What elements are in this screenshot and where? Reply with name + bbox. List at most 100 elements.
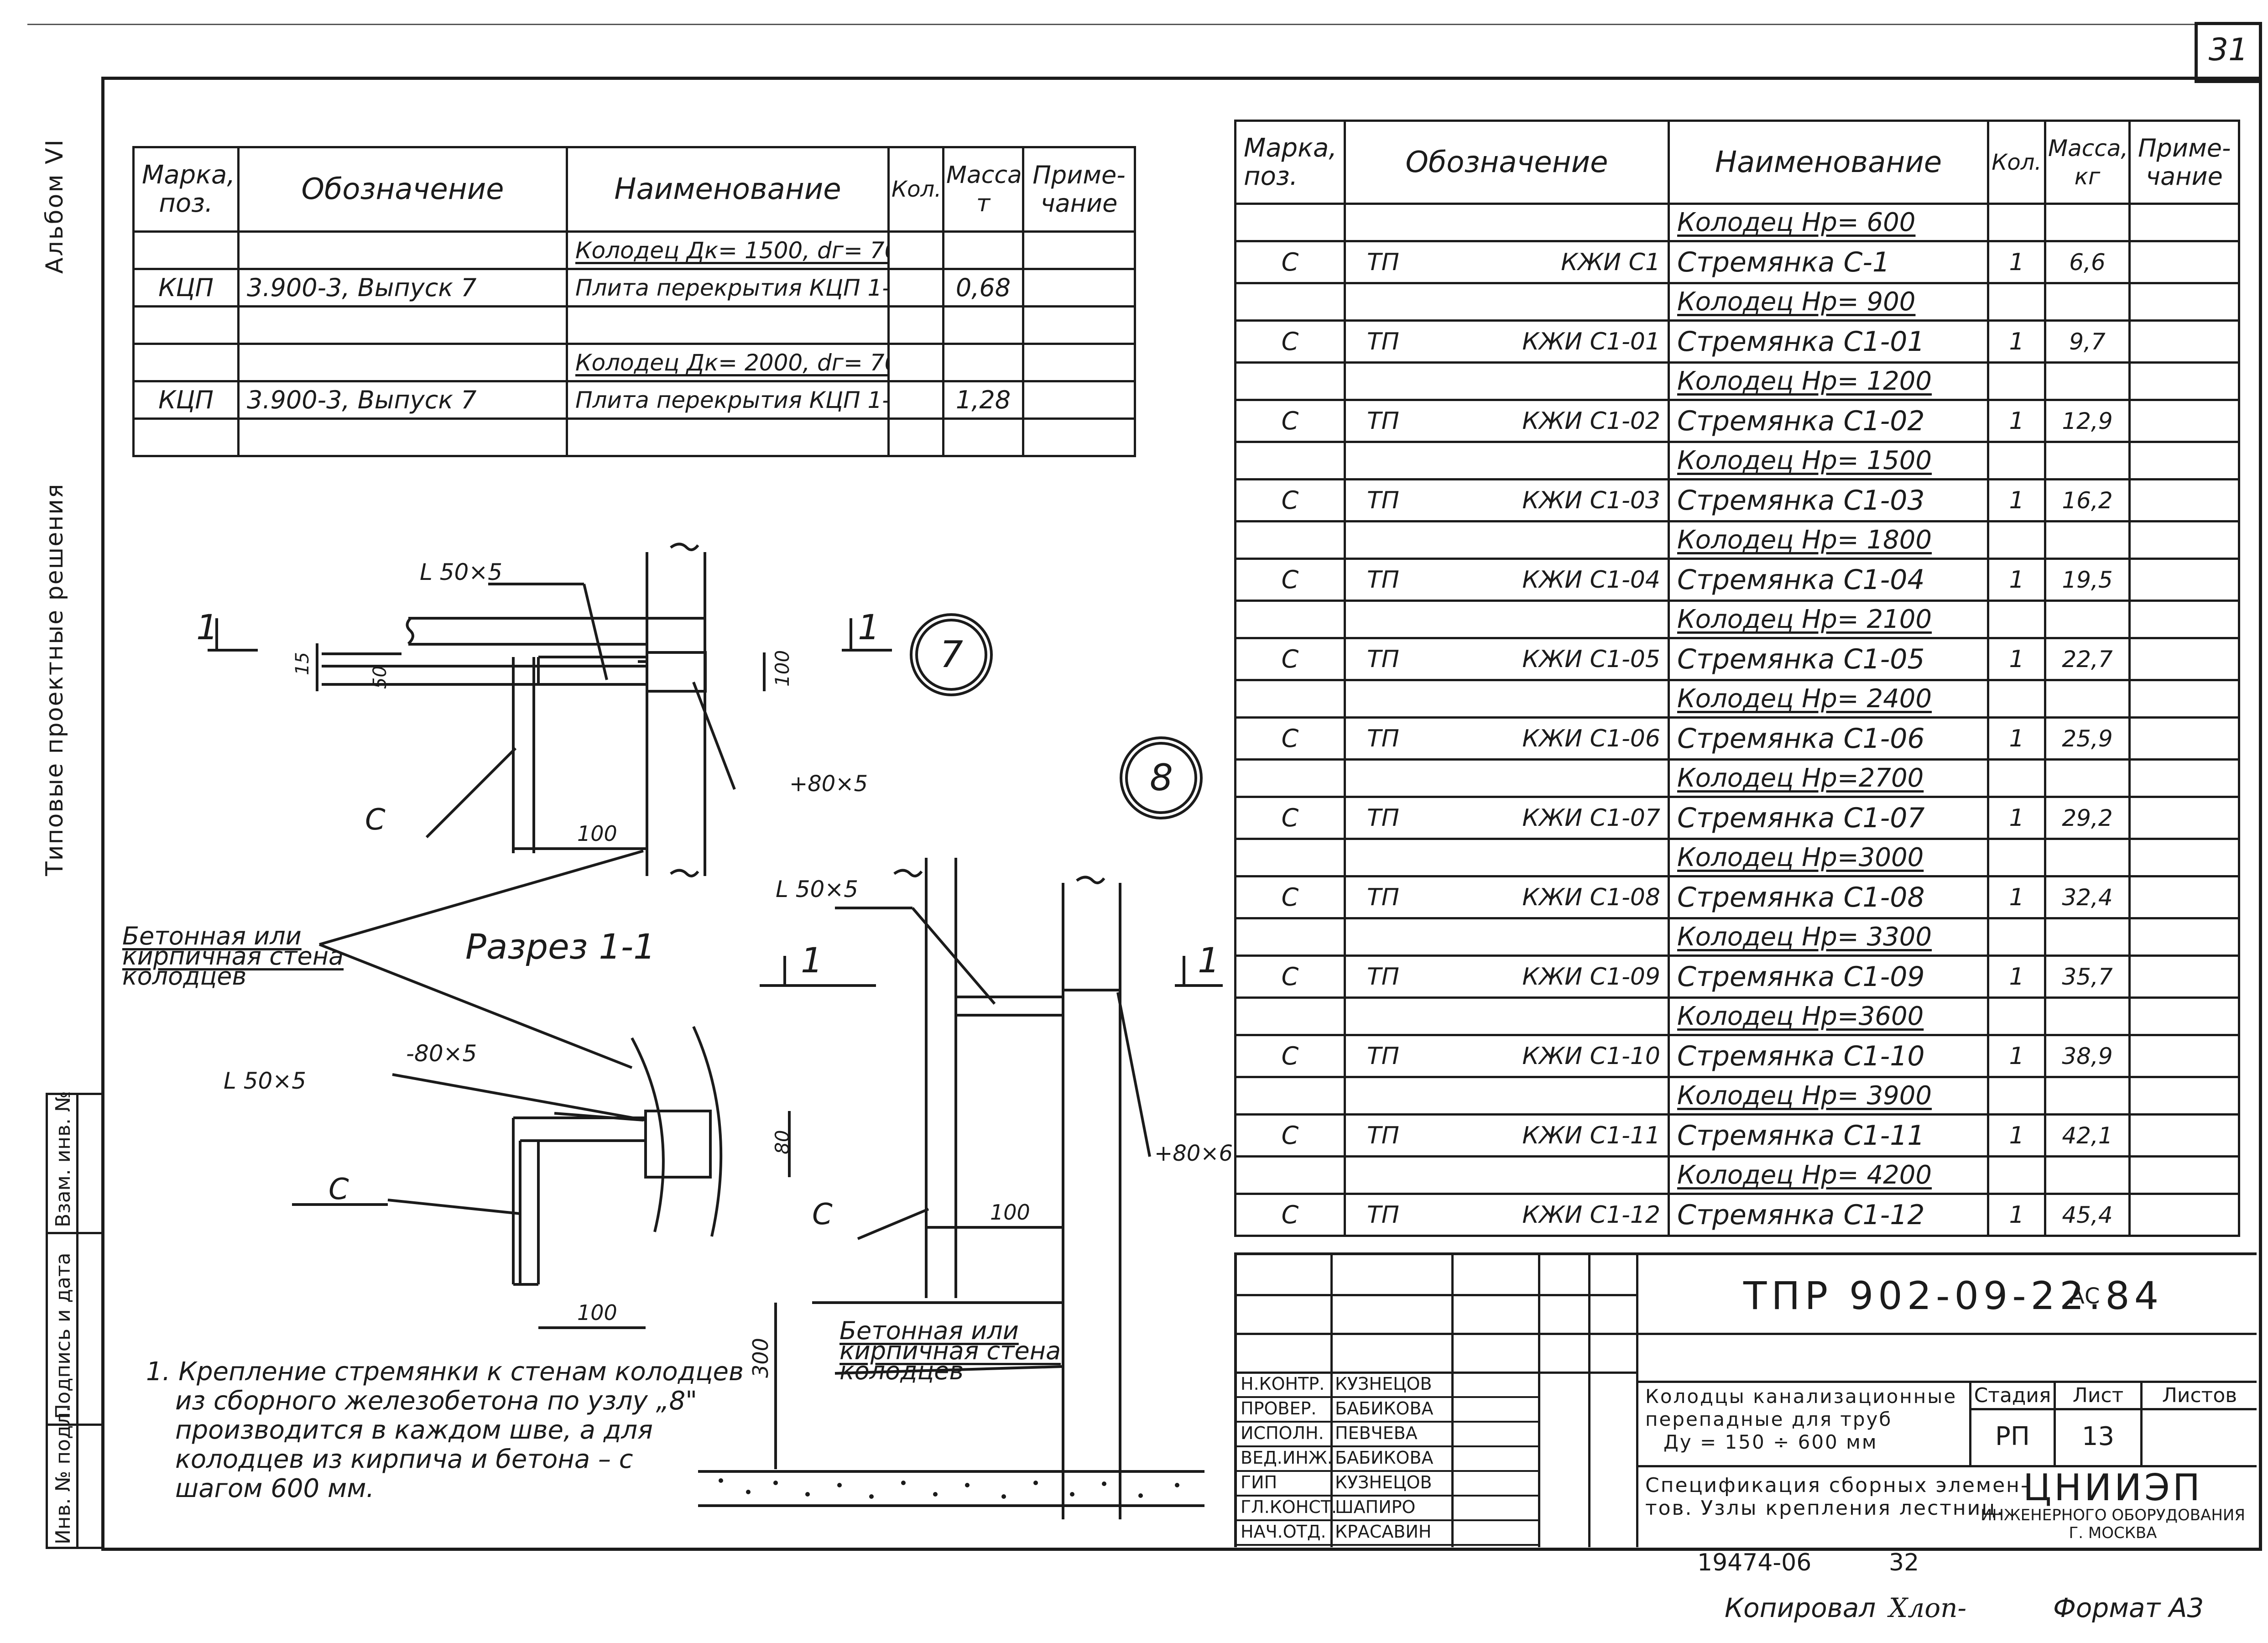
spec-code: КЖИ С1-02 [1522, 407, 1660, 435]
dim-50: 50 [370, 666, 391, 689]
spec-cell-mark [1234, 758, 1346, 798]
spec-cell-note [2128, 240, 2240, 284]
spec-doc: ТП [1367, 725, 1399, 752]
spec-cell-name: Колодец Нр= 3900 [1668, 1076, 1989, 1116]
spec-cell-name: Стремянка С-1 [1668, 240, 1989, 284]
mark-c-node7: С [365, 803, 386, 837]
upper-cell-mark [132, 343, 240, 382]
signature-role: Провер. [1241, 1398, 1317, 1419]
signature-row: Исполн.Певчева [1237, 1421, 1538, 1447]
top-edge-line [27, 24, 2195, 25]
dim-300: 300 [748, 1338, 773, 1378]
spec-cell-name: Стремянка С1-04 [1668, 558, 1989, 602]
spec-cell-note [2128, 875, 2240, 919]
spec-cell-note [2128, 637, 2240, 681]
signature-row: Гл.конст.Шапиро [1237, 1495, 1538, 1521]
spec-cell-mass: 19,5 [2044, 558, 2131, 602]
cut-mark-node8-left: 1 [801, 940, 823, 981]
upper-table-row [132, 305, 1136, 345]
spec-doc: ТП [1367, 407, 1399, 435]
upper-cell-name: Колодец Дк= 2000, dг= 700 [566, 343, 890, 382]
upper-header-qty: Кол. [887, 146, 944, 233]
spec-code: КЖИ С1-05 [1522, 645, 1660, 673]
signature-name: Шапиро [1335, 1497, 1416, 1517]
spec-cell-mass: 9,7 [2044, 319, 2131, 364]
spec-header-designation: Обозначение [1344, 120, 1670, 205]
spec-cell-name: Стремянка С1-09 [1668, 955, 1989, 999]
angle-label-node8: L 50×5 [776, 876, 859, 902]
spec-cell-designation [1344, 203, 1670, 242]
spec-cell-mass [2044, 679, 2131, 719]
plate-label-section: -80×5 [406, 1040, 477, 1067]
spec-cell-note [2128, 1113, 2240, 1158]
upper-header-mass: Масса, т [942, 146, 1024, 233]
spec-cell-qty [1987, 520, 2046, 560]
spec-cell-designation [1344, 996, 1670, 1036]
spec-cell-mark: С [1234, 875, 1346, 919]
spec-doc: ТП [1367, 963, 1399, 991]
spec-cell-designation: ТП КЖИ С1-06 [1344, 716, 1670, 761]
section-code: АС [2070, 1283, 2100, 1309]
spec-cell-qty: 1 [1987, 875, 2046, 919]
spec-cell-name: Колодец Нр= 1500 [1668, 441, 1989, 480]
spec-code: КЖИ С1-12 [1522, 1201, 1660, 1229]
signature-row: Провер.Бабикова [1237, 1396, 1538, 1423]
copied-signature: Хлоп- [1889, 1592, 1967, 1623]
spec-cell-note [2128, 917, 2240, 957]
spec-cell-note [2128, 600, 2240, 639]
wall-label-1: Бетонная или кирпичная стена колодцев [122, 922, 344, 991]
dim-15: 15 [292, 652, 313, 675]
spec-cell-note [2128, 319, 2240, 364]
spec-cell-designation [1344, 520, 1670, 560]
spec-cell-name: Колодец Нр= 4200 [1668, 1155, 1989, 1195]
upper-cell-designation [237, 417, 568, 457]
spec-cell-mass: 35,7 [2044, 955, 2131, 999]
spec-cell-mark: С [1234, 319, 1346, 364]
spec-cell-designation [1344, 600, 1670, 639]
spec-cell-mass: 25,9 [2044, 716, 2131, 761]
spec-table-row: Колодец Нр= 600 [1234, 203, 2240, 242]
paper-format: Формат А3 [2053, 1592, 2204, 1623]
node7-number: 7 [940, 633, 963, 676]
spec-cell-mass [2044, 520, 2131, 560]
spec-cell-note [2128, 838, 2240, 877]
spec-table-row: Колодец Нр=3600 [1234, 996, 2240, 1036]
spec-cell-qty: 1 [1987, 716, 2046, 761]
spec-doc: ТП [1367, 1121, 1399, 1149]
spec-doc: ТП [1367, 645, 1399, 673]
spec-cell-mark [1234, 1155, 1346, 1195]
spec-cell-note [2128, 716, 2240, 761]
spec-cell-mark: С [1234, 1193, 1346, 1237]
spec-doc: ТП [1367, 883, 1399, 911]
spec-cell-mark: С [1234, 399, 1346, 443]
spec-cell-name: Колодец Нр=2700 [1668, 758, 1989, 798]
upper-cell-mark [132, 305, 240, 345]
signature-row: Вед.инж.Бабикова [1237, 1445, 1538, 1472]
upper-cell-mass [942, 305, 1024, 345]
upper-cell-name: Плита перекрытия КЦП 1-15-1(2) [566, 268, 890, 308]
spec-cell-name: Стремянка С1-01 [1668, 319, 1989, 364]
spec-cell-designation [1344, 361, 1670, 401]
spec-cell-qty: 1 [1987, 240, 2046, 284]
spec-cell-note [2128, 441, 2240, 480]
spec-cell-name: Колодец Нр= 2100 [1668, 600, 1989, 639]
upper-cell-name: Колодец Дк= 1500, dг= 700 [566, 230, 890, 270]
spec-cell-note [2128, 478, 2240, 522]
spec-code: КЖИ С1-06 [1522, 725, 1660, 752]
node7-circle [910, 613, 993, 696]
spec-cell-qty [1987, 838, 2046, 877]
org-city: г. Москва [2069, 1524, 2157, 1542]
signature-role: Гл.конст. [1241, 1497, 1337, 1517]
upper-cell-designation: 3.900-3, Выпуск 7 [237, 380, 568, 420]
spec-cell-mass: 22,7 [2044, 637, 2131, 681]
dim-100-node7: 100 [577, 821, 617, 846]
spec-cell-mass: 45,4 [2044, 1193, 2131, 1237]
spec-cell-designation [1344, 917, 1670, 957]
